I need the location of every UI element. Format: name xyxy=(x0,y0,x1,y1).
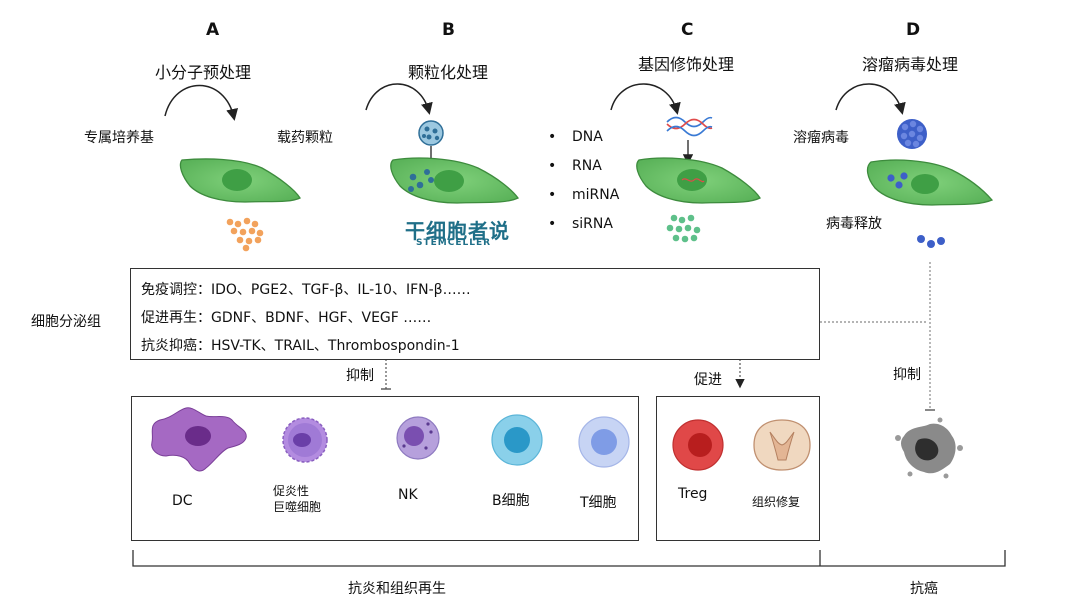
gene-list-item: •miRNA xyxy=(548,187,620,203)
label-b-cell: B细胞 xyxy=(492,493,530,509)
b-cell-icon xyxy=(491,414,543,466)
secretome-label: 细胞分泌组 xyxy=(31,314,101,330)
panel-letter-b: B xyxy=(442,20,455,40)
secretome-row-anticancer: 抗炎抑癌：HSV-TK、TRAIL、Thrombospondin-1 xyxy=(141,338,460,354)
watermark-sub: STEMCELLER xyxy=(416,238,492,248)
dna-helix-icon xyxy=(666,116,713,137)
panel-title-d: 溶瘤病毒处理 xyxy=(862,55,959,74)
panel-letter-d: D xyxy=(906,20,921,40)
label-tissue-repair: 组织修复 xyxy=(752,495,801,509)
panel-a-right-label: 载药颗粒 xyxy=(277,130,333,146)
watermark-main: 干细胞者说 xyxy=(405,219,510,243)
panel-title-b: 颗粒化处理 xyxy=(408,63,489,82)
curved-arrow-c xyxy=(610,83,681,115)
curved-arrow-b xyxy=(365,83,433,115)
dc-cell-icon xyxy=(151,407,247,472)
gene-list: •DNA •RNA •miRNA •siRNA xyxy=(548,126,619,242)
treg-cell-icon xyxy=(672,419,724,471)
nucleus-b xyxy=(434,170,464,192)
gene-list-item: •RNA xyxy=(548,158,602,174)
label-treg: Treg xyxy=(678,486,708,502)
secretome-row-immune: 免疫调控：IDO、PGE2、TGF-β、IL-10、IFN-β…… xyxy=(141,282,471,298)
label-dc: DC xyxy=(172,493,193,509)
panel-title-c: 基因修饰处理 xyxy=(638,55,735,74)
secretion-dots-a xyxy=(226,217,264,252)
curved-arrow-a xyxy=(164,84,239,121)
nucleus-c xyxy=(677,169,707,191)
immune-cells-box xyxy=(131,396,639,541)
bracket-label-left: 抗炎和组织再生 xyxy=(348,581,446,597)
panel-a-left-label: 专属培养基 xyxy=(84,130,154,146)
viruses-in-cell xyxy=(887,172,908,189)
gene-list-item: •siRNA xyxy=(548,216,613,232)
secretion-dots-c xyxy=(666,214,701,243)
curved-arrow-d xyxy=(835,83,906,115)
secretome-row-regen: 促进再生：GDNF、BDNF、HGF、VEGF …… xyxy=(141,310,432,326)
released-viruses xyxy=(917,235,945,248)
t-cell-icon xyxy=(578,416,630,468)
panel-letter-c: C xyxy=(681,20,694,40)
bottom-bracket xyxy=(132,550,1006,567)
secretome-box: 免疫调控：IDO、PGE2、TGF-β、IL-10、IFN-β…… 促进再生：G… xyxy=(130,268,820,360)
inhibit-label-left: 抑制 xyxy=(346,368,374,384)
nk-cell-icon xyxy=(396,416,440,460)
modified-dna-mark xyxy=(681,178,705,183)
drug-particle-icon xyxy=(418,120,444,146)
label-macrophage: 促炎性 巨噬细胞 xyxy=(273,484,322,514)
spinal-tissue-icon xyxy=(753,419,811,471)
bracket-label-right: 抗癌 xyxy=(910,581,938,597)
gene-list-item: •DNA xyxy=(548,129,603,145)
tumor-debris-icon xyxy=(895,417,963,479)
nucleus-d xyxy=(911,174,939,194)
oncolytic-virus-icon xyxy=(897,119,927,149)
promote-box xyxy=(656,396,820,541)
nucleus-a xyxy=(222,169,252,191)
inhibit-label-right: 抑制 xyxy=(893,367,921,383)
panel-title-a: 小分子预处理 xyxy=(155,63,252,82)
panel-letter-a: A xyxy=(206,20,220,40)
panel-d-left-label: 溶瘤病毒 xyxy=(793,130,849,146)
macrophage-icon xyxy=(282,417,328,463)
label-t-cell: T细胞 xyxy=(580,495,617,511)
panel-d-release-label: 病毒释放 xyxy=(826,216,882,232)
promote-label: 促进 xyxy=(694,372,722,388)
internalized-particles xyxy=(408,169,434,192)
label-nk: NK xyxy=(398,487,418,503)
